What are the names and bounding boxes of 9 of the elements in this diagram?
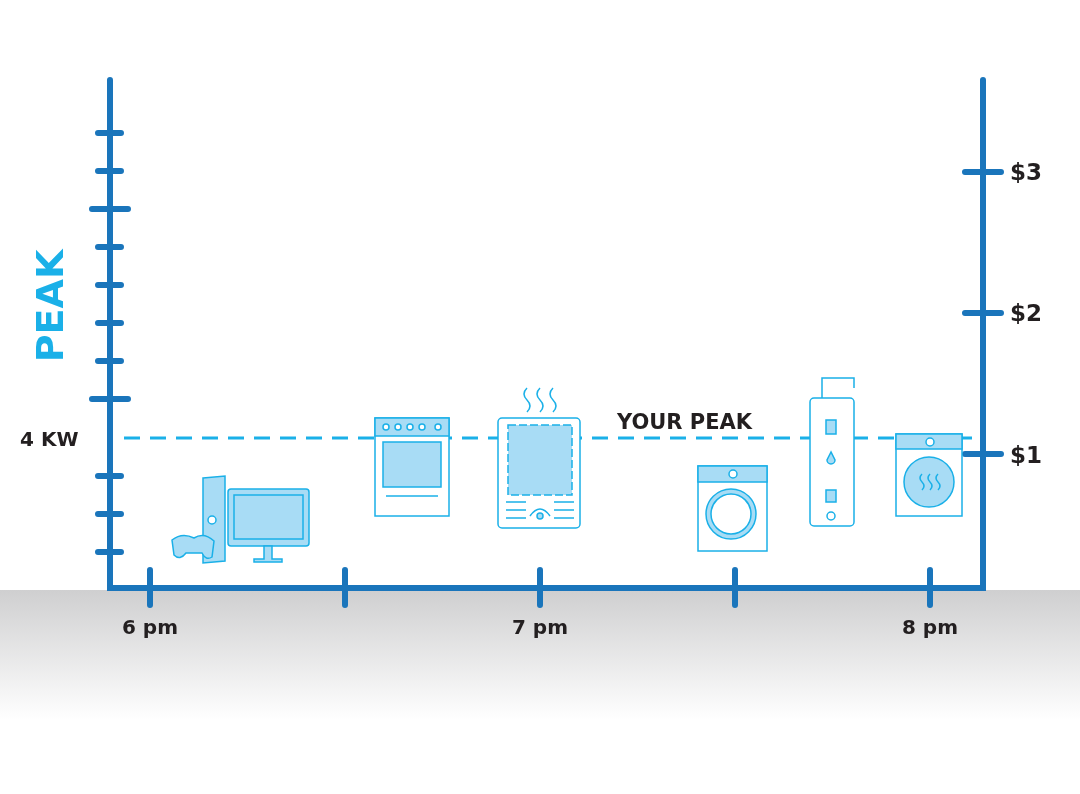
peak-label: YOUR PEAK [617, 410, 753, 434]
axis-title: PEAK [28, 249, 72, 363]
axis-label: $1 [1010, 442, 1042, 468]
axis-label: 6 pm [122, 615, 178, 639]
axis-label: 7 pm [512, 615, 568, 639]
axis-label: $2 [1010, 300, 1042, 326]
axis-label: 8 pm [902, 615, 958, 639]
axis-label: 4 KW [20, 427, 79, 451]
axis-label: $3 [1010, 159, 1042, 185]
